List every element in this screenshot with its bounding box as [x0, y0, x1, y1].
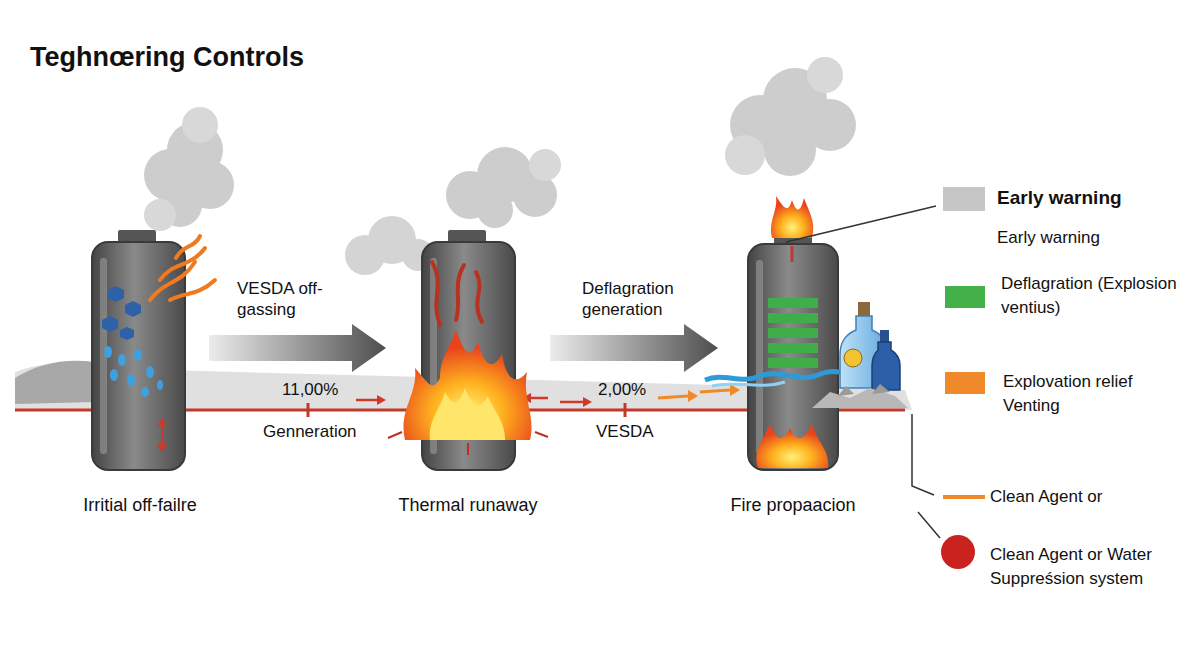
debris	[812, 384, 908, 408]
legend-text: Clean Agent or Water Suppreśsion system	[990, 543, 1190, 591]
legend-line-sample	[943, 495, 985, 499]
leader-lines	[786, 206, 940, 538]
bottles	[840, 302, 900, 390]
legend-dot	[941, 535, 975, 569]
stage-node: Thermal runaway	[390, 232, 546, 518]
stage-label: Thermal runaway	[398, 494, 537, 518]
flow-arrow	[550, 324, 718, 372]
legend-text: Clean Agent or	[990, 485, 1185, 509]
legend-text: Early warning	[997, 186, 1187, 210]
legend-text: Deflagration (Explosion ventius)	[1001, 272, 1191, 320]
timeline-label: 2,00%	[598, 380, 646, 400]
stage-node: Fire propaacion	[722, 232, 864, 518]
battery-cell	[705, 196, 862, 470]
flow-arrow	[209, 324, 386, 372]
stage-label: Irritial off-failre	[83, 494, 197, 518]
stage-node: Irritial off-failre	[75, 232, 205, 518]
timeline-label: VESDA	[596, 422, 654, 442]
legend-swatch	[945, 372, 985, 394]
timeline-label: 11,00%	[282, 380, 338, 400]
edge-label: VESDA off-gassing	[237, 278, 349, 320]
flow-arrows-orange	[658, 384, 740, 402]
legend-swatch	[945, 286, 985, 308]
legend-swatch	[943, 187, 985, 211]
edge-label: Deflagration generation	[582, 278, 714, 320]
battery-cell	[388, 230, 548, 470]
battery-cell	[92, 230, 215, 470]
legend-text: Explovation relief Venting	[1003, 370, 1133, 418]
timeline-label: Genneration	[263, 422, 357, 442]
diagram-title: Teghnœring Controls	[30, 42, 304, 73]
stage-label: Fire propaacion	[730, 494, 855, 518]
legend-subtext: Early warning	[997, 228, 1100, 248]
